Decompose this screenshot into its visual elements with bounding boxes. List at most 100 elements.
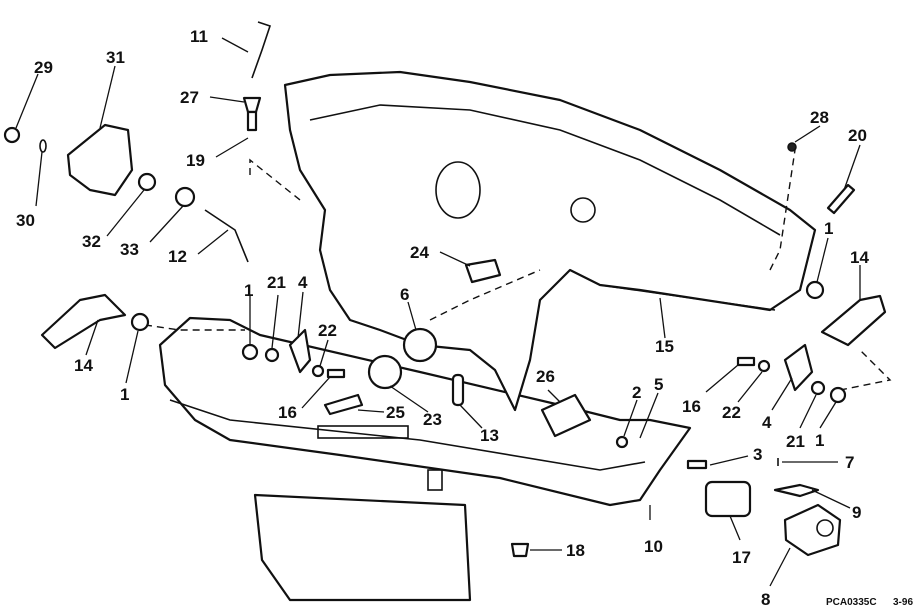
leader-20 bbox=[843, 144, 861, 191]
callout-6: 6 bbox=[400, 285, 409, 304]
callout-16: 16 bbox=[278, 403, 297, 422]
leader-2 bbox=[623, 399, 638, 437]
part-1-left-nut bbox=[130, 312, 150, 332]
callout-2: 2 bbox=[632, 383, 641, 402]
leader-14-left bbox=[85, 319, 99, 356]
part-1-nut-b bbox=[241, 343, 259, 361]
callout-27: 27 bbox=[180, 88, 199, 107]
part-17-cover bbox=[704, 480, 752, 518]
shell-rod bbox=[599, 284, 776, 311]
leader-12 bbox=[197, 229, 229, 255]
leader-16-right bbox=[705, 364, 739, 393]
lower-cowl-rim bbox=[169, 399, 646, 471]
cowl-slot bbox=[427, 469, 443, 491]
callout-8: 8 bbox=[761, 590, 770, 609]
callout-20: 20 bbox=[848, 126, 867, 145]
leader-16 bbox=[301, 376, 331, 409]
part-21-right-washer bbox=[810, 380, 826, 396]
part-22-washer bbox=[311, 364, 325, 378]
callout-14-right: 14 bbox=[850, 248, 869, 267]
part-12-rod bbox=[204, 209, 249, 263]
callout-19: 19 bbox=[186, 151, 205, 170]
part-3-screw bbox=[686, 459, 708, 470]
dashed-line-2 bbox=[429, 269, 541, 321]
leader-24 bbox=[439, 251, 471, 267]
callout-31: 31 bbox=[106, 48, 125, 67]
shell-port bbox=[435, 161, 481, 219]
callout-29: 29 bbox=[34, 58, 53, 77]
part-25-stud bbox=[323, 393, 364, 416]
part-14-left-lever bbox=[40, 293, 127, 350]
leader-15 bbox=[659, 297, 666, 339]
callout-12: 12 bbox=[168, 247, 187, 266]
part-4-latch bbox=[288, 328, 312, 374]
part-18-screw bbox=[510, 542, 530, 558]
part-21-washer bbox=[264, 347, 280, 363]
leader-22-right bbox=[737, 371, 763, 403]
callout-33: 33 bbox=[120, 240, 139, 259]
callout-4: 4 bbox=[298, 273, 308, 292]
part-8-fitting bbox=[783, 503, 842, 557]
callout-11: 11 bbox=[190, 27, 208, 46]
callout-21-right: 21 bbox=[786, 432, 805, 451]
dashed-line-5 bbox=[144, 324, 245, 331]
part-19-pin bbox=[246, 110, 258, 132]
part-20-screw bbox=[826, 183, 856, 215]
callout-1-left: 1 bbox=[120, 385, 129, 404]
upper-shell bbox=[283, 70, 817, 412]
callout-1-right-low: 1 bbox=[815, 431, 824, 450]
leader-4 bbox=[297, 291, 304, 339]
part-26-bracket bbox=[540, 393, 592, 438]
part-31-bracket bbox=[66, 123, 134, 197]
shell-inner-line bbox=[309, 104, 781, 236]
figure-code: PCA0335C bbox=[826, 597, 877, 608]
callout-5: 5 bbox=[654, 375, 663, 394]
callout-28: 28 bbox=[810, 108, 829, 127]
callout-25: 25 bbox=[386, 403, 405, 422]
callout-15: 15 bbox=[655, 337, 674, 356]
leader-21-right bbox=[799, 394, 817, 429]
part-14-right-lever bbox=[820, 294, 887, 347]
leader-9 bbox=[811, 489, 851, 509]
leader-8 bbox=[769, 547, 791, 587]
callout-21: 21 bbox=[267, 273, 286, 292]
callout-10: 10 bbox=[644, 537, 663, 556]
shell-boss bbox=[570, 197, 596, 223]
callout-1-mid: 1 bbox=[244, 281, 253, 300]
leader-17 bbox=[729, 515, 741, 541]
dashed-line-1 bbox=[249, 158, 301, 201]
leader-29 bbox=[15, 73, 39, 129]
callout-9: 9 bbox=[852, 503, 861, 522]
leader-26 bbox=[547, 389, 561, 403]
callout-17: 17 bbox=[732, 548, 751, 567]
leader-19 bbox=[215, 137, 249, 158]
dashed-line-3 bbox=[769, 149, 796, 271]
part-1-right-nut bbox=[805, 280, 825, 300]
leader-11 bbox=[221, 37, 249, 53]
callout-13: 13 bbox=[480, 426, 499, 445]
leader-4-right bbox=[771, 377, 793, 411]
callout-3: 3 bbox=[753, 445, 762, 464]
leader-23 bbox=[389, 385, 429, 413]
leader-33 bbox=[149, 205, 184, 243]
part-11-wire bbox=[251, 21, 272, 79]
part-13-pin bbox=[451, 373, 465, 407]
part-33-bushing bbox=[174, 186, 196, 208]
leader-21 bbox=[271, 294, 279, 349]
part-16-right-screw bbox=[736, 356, 756, 367]
leader-27 bbox=[209, 96, 245, 103]
part-27-pin bbox=[242, 96, 262, 114]
date-code: 3-96 bbox=[893, 597, 913, 608]
leader-5 bbox=[639, 392, 659, 439]
part-16-screw bbox=[326, 368, 346, 379]
leader-1-right-top bbox=[816, 237, 829, 283]
part-29-cap bbox=[3, 126, 21, 144]
leader-22 bbox=[319, 339, 329, 367]
part-24-clip bbox=[464, 258, 502, 284]
callout-18: 18 bbox=[566, 541, 585, 560]
leader-30 bbox=[35, 151, 43, 207]
callout-23: 23 bbox=[423, 410, 442, 429]
dashed-line-4 bbox=[839, 349, 892, 391]
callout-30: 30 bbox=[16, 211, 35, 230]
